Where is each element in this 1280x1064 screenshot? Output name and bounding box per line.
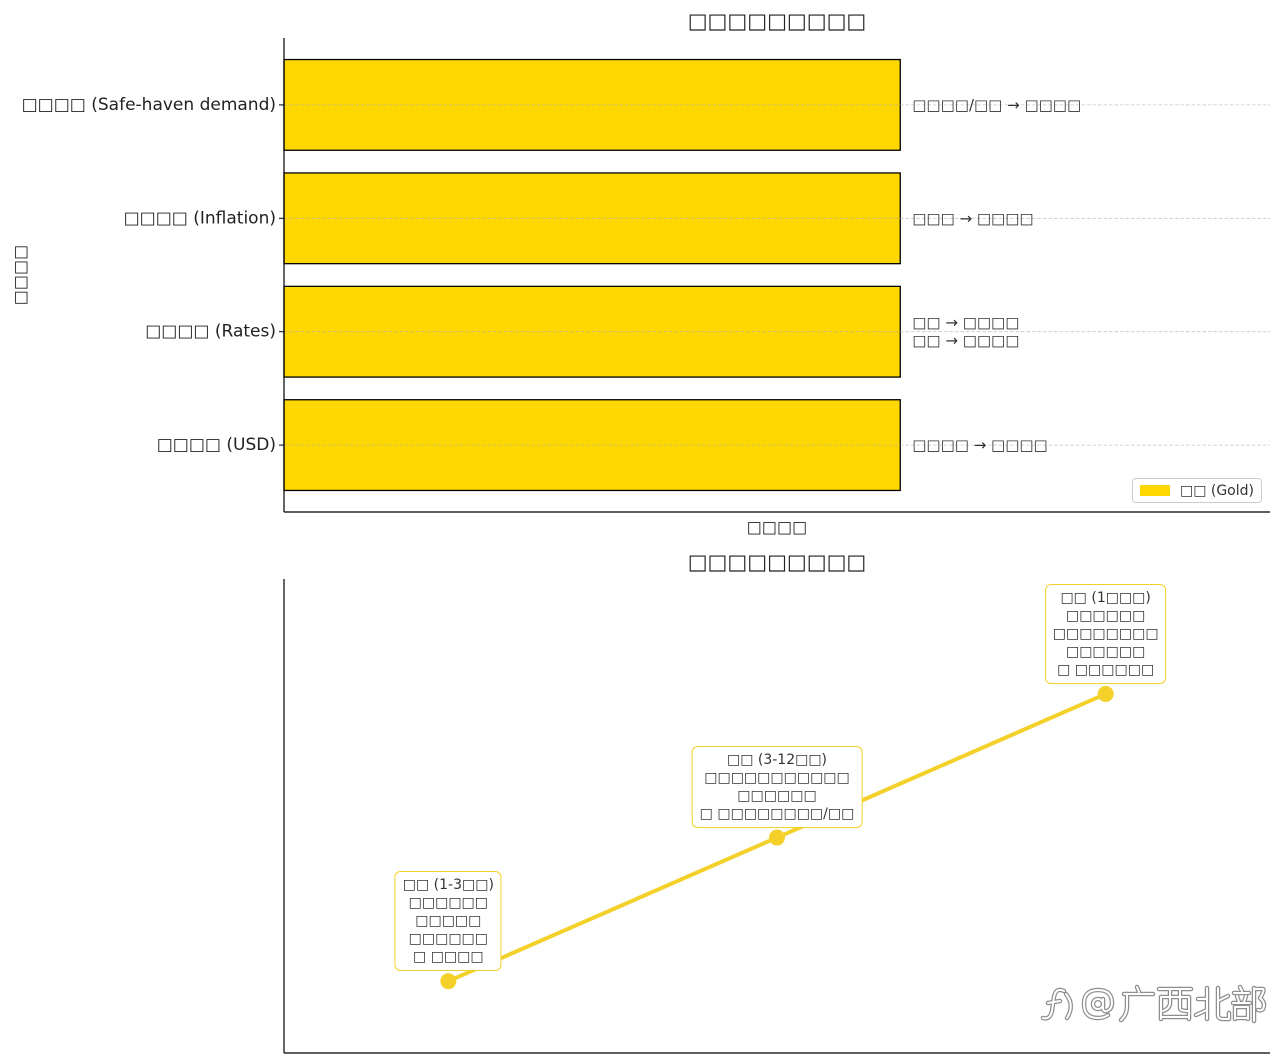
annotation-line: □□□□□: [415, 913, 482, 930]
legend-label: □□ (Gold): [1179, 482, 1254, 499]
category-label-1: □□□□ (Inflation): [124, 208, 276, 228]
data-point-1: [769, 829, 785, 846]
annotation-box-2: □□ (1□□□)□□□□□□□□□□□□□□□□□□□□□ □□□□□□: [1044, 583, 1167, 684]
annotation-box-1: □□ (3-12□□)□□□□□□□□□□□□□□□□□□ □□□□□□□□/□…: [691, 745, 863, 828]
category-label-0: □□□□ (Safe-haven demand): [22, 95, 276, 115]
watermark-outline: [1043, 987, 1264, 1021]
data-point-2: [1097, 685, 1114, 702]
category-label-3: □□□□ (USD): [157, 435, 276, 455]
chart-legend: □□ (Gold): [1131, 478, 1262, 503]
legend-swatch-gold: [1139, 485, 1170, 496]
annotation-line: □□□□□□: [408, 895, 489, 912]
annotation-line: □□□□□□□□: [1052, 625, 1159, 642]
annotation-line: □□□□□□: [1065, 607, 1146, 624]
annotation-line: □□ (1□□□): [1060, 589, 1151, 606]
annotation-line: □□□□□□□□□□□: [704, 769, 850, 786]
annotation-line: □ □□□□□□□□/□□: [699, 805, 855, 822]
annotation-line: □ □□□□: [413, 949, 484, 966]
factors-bar-chart: □□□□ (Safe-haven demand) □□□□/□□ → □□□□ □□…: [22, 38, 1270, 513]
bar-annotation-0: □□□□/□□ → □□□□: [912, 96, 1081, 114]
bar-annotation-1: □□□ → □□□□: [912, 209, 1033, 227]
bar-annotation-2: □□ → □□□□: [912, 332, 1019, 350]
data-point-0: [440, 973, 457, 990]
annotation-box-0: □□ (1-3□□)□□□□□□□□□□□□□□□□□□ □□□□: [394, 871, 502, 972]
bar-annotation-3: □□□□ → □□□□: [912, 436, 1047, 454]
annotation-line: □□□□□□: [737, 787, 817, 804]
annotation-line: □□ (3-12□□): [726, 751, 828, 768]
annotation-line: □ □□□□□□: [1057, 661, 1155, 678]
top-chart-title: □□□□□□□□□: [688, 9, 867, 33]
bottom-chart-title: □□□□□□□□□: [688, 550, 867, 574]
timeline-line-chart: [283, 579, 1270, 1054]
annotation-line: □□□□□□: [408, 931, 489, 948]
top-chart-x-axis-label: □□□□: [747, 518, 807, 537]
watermark: [1040, 984, 1272, 1028]
annotation-line: □□□□□□: [1065, 643, 1146, 660]
top-chart-y-axis-label: □□□□: [11, 245, 30, 305]
category-label-2: □□□□ (Rates): [145, 322, 276, 342]
annotation-line: □□ (1-3□□): [402, 877, 494, 894]
bar-annotation-2: □□ → □□□□: [912, 314, 1019, 332]
